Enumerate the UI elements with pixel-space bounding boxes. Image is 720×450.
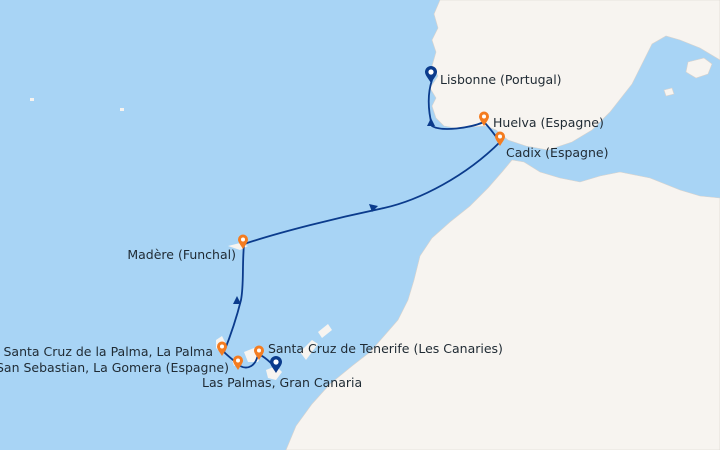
pin-dot xyxy=(428,69,434,75)
port-label-cadiz: Cadix (Espagne) xyxy=(506,145,608,160)
pin-dot xyxy=(236,358,240,363)
map-pin-icon xyxy=(233,355,243,370)
port-marker-funchal[interactable] xyxy=(238,234,248,250)
pin-dot xyxy=(220,344,224,349)
map-pin-icon xyxy=(479,111,489,126)
arrow-icon xyxy=(427,118,435,126)
map-pin-icon xyxy=(217,341,227,356)
port-label-funchal: Madère (Funchal) xyxy=(127,247,236,262)
pin-dot xyxy=(482,114,486,119)
land-lanzarote xyxy=(318,324,332,338)
port-label-huelva: Huelva (Espagne) xyxy=(493,115,604,130)
map-pin-icon xyxy=(254,345,264,360)
pin-dot xyxy=(257,348,261,353)
port-marker-gomera[interactable] xyxy=(233,355,243,371)
port-marker-lapalma[interactable] xyxy=(217,341,227,357)
land-dot-2 xyxy=(120,108,124,111)
port-label-lapalma: Santa Cruz de la Palma, La Palma xyxy=(3,344,213,359)
land-dot-1 xyxy=(30,98,34,101)
pin-dot xyxy=(241,237,245,242)
port-label-tenerife: Santa Cruz de Tenerife (Les Canaries) xyxy=(268,341,503,356)
land-africa xyxy=(285,159,720,450)
port-marker-cadiz[interactable] xyxy=(495,131,505,147)
land-ibiza xyxy=(663,87,675,97)
map-pin-icon xyxy=(238,234,248,249)
map-pin-icon xyxy=(495,131,505,146)
port-marker-lisbon[interactable] xyxy=(425,66,437,83)
port-marker-laspalmas[interactable] xyxy=(254,345,264,361)
cruise-route-line xyxy=(223,79,501,369)
port-marker-tenerife[interactable] xyxy=(270,356,282,373)
pin-dot xyxy=(273,359,279,365)
land-mallorca xyxy=(685,57,713,79)
pin-dot xyxy=(498,134,502,139)
arrow-icon xyxy=(369,204,378,212)
port-label-laspalmas: Las Palmas, Gran Canaria xyxy=(202,375,362,390)
land-iberia xyxy=(429,0,720,151)
port-label-gomera: San Sebastian, La Gomera (Espagne) xyxy=(0,360,229,375)
port-label-lisbon: Lisbonne (Portugal) xyxy=(440,72,562,87)
arrow-icon xyxy=(233,296,241,304)
port-marker-huelva[interactable] xyxy=(479,111,489,127)
land-fuerteventura xyxy=(300,340,318,360)
